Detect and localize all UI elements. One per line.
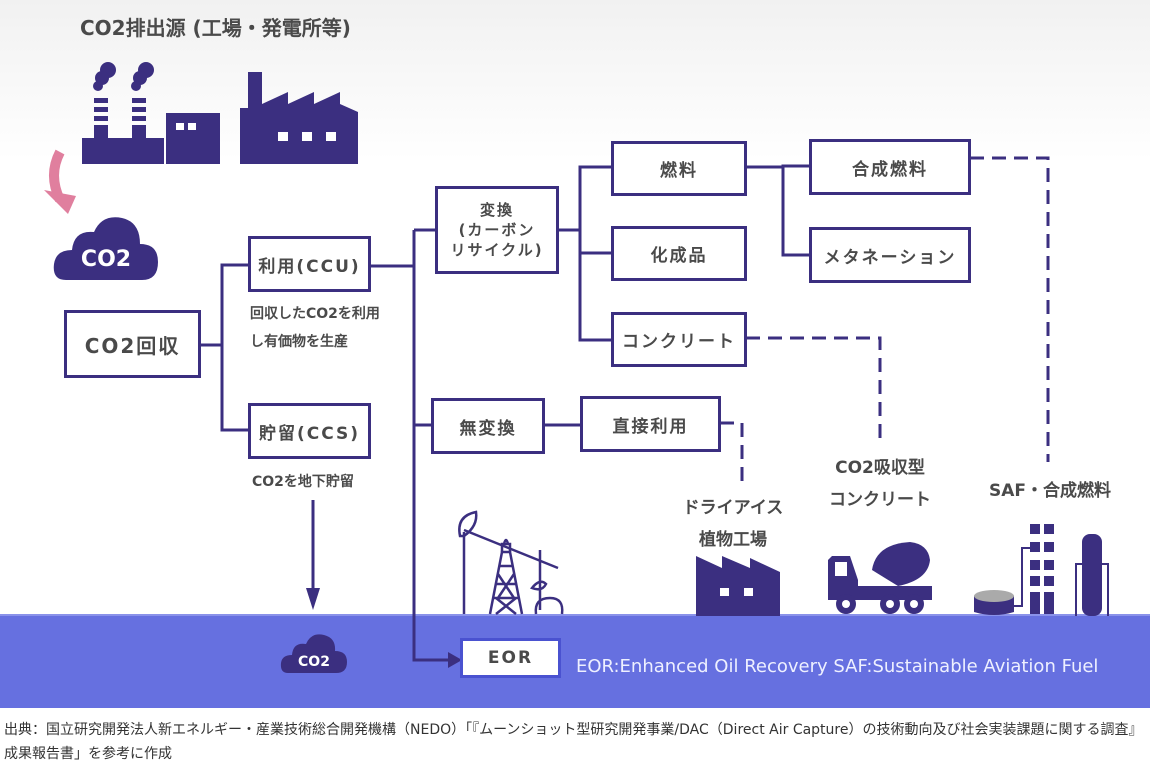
dashed-direct-to-dryice <box>720 421 744 488</box>
arrow-eor-head <box>448 652 462 668</box>
connector-trunk-vertical <box>412 230 450 662</box>
dry-ice-label: ドライアイス 植物工場 <box>668 492 798 556</box>
plant-factory-icon <box>696 556 780 616</box>
underground-co2-label: CO2 <box>298 654 330 670</box>
box-ccu[interactable]: 利用(CCU) <box>248 236 371 292</box>
dashed-concrete-to-co2concrete <box>746 336 882 442</box>
underground-band <box>0 614 1150 708</box>
box-conversion[interactable]: 変換 (カーボン リサイクル) <box>435 186 559 274</box>
co2-cloud-icon: CO2 <box>53 217 158 280</box>
connector-lines <box>44 149 1050 668</box>
source-citation: 出典：国立研究開発法人新エネルギー・産業技術総合開発機構（NEDO）「『ムーンシ… <box>4 722 1143 762</box>
arrow-ccs-head <box>306 588 320 610</box>
box-methanation[interactable]: メタネーション <box>809 227 971 283</box>
connector-capture-branch <box>200 263 250 432</box>
factory-icon <box>240 72 358 164</box>
co2-concrete-line1: CO2吸収型 <box>835 458 925 478</box>
legend-text: EOR:Enhanced Oil Recovery SAF:Sustainabl… <box>576 656 1099 677</box>
box-no-conversion[interactable]: 無変換 <box>431 398 545 454</box>
box-eor[interactable]: EOR <box>460 638 561 678</box>
ccu-note-line1: 回収したCO2を利用 <box>250 306 380 322</box>
box-concrete[interactable]: コンクリート <box>611 312 747 367</box>
conversion-line1: 変換 <box>479 201 514 219</box>
co2-concrete-line2: コンクリート <box>829 490 931 510</box>
diagram-title: CO2排出源 (工場・発電所等) <box>80 16 351 40</box>
dashed-synthetic-to-saf <box>970 156 1050 462</box>
ccs-note: CO2を地下貯留 <box>252 474 354 490</box>
ccu-note: 回収したCO2を利用 し有価物を生産 <box>250 300 380 356</box>
ccu-note-line2: し有価物を生産 <box>250 334 348 350</box>
box-synthetic-fuel[interactable]: 合成燃料 <box>809 139 971 195</box>
conversion-line2: (カーボン <box>458 221 536 239</box>
concrete-mixer-truck-icon <box>828 542 932 614</box>
oil-pump-icon <box>458 510 564 615</box>
refinery-icon <box>974 524 1109 616</box>
box-chemicals[interactable]: 化成品 <box>611 226 747 281</box>
saf-label: SAF・合成燃料 <box>988 481 1111 501</box>
co2-cloud-label: CO2 <box>81 247 131 272</box>
connector-fuel-branch <box>746 164 810 257</box>
underground-co2-cloud-icon: CO2 <box>280 634 347 673</box>
box-fuel[interactable]: 燃料 <box>611 141 747 196</box>
conversion-line3: リサイクル) <box>450 241 544 259</box>
dry-ice-line2: 植物工場 <box>699 530 767 550</box>
box-co2-capture[interactable]: CO2回収 <box>64 310 201 378</box>
dry-ice-line1: ドライアイス <box>682 498 784 518</box>
connector-conversion-branch <box>558 165 612 342</box>
box-direct-use[interactable]: 直接利用 <box>580 396 721 452</box>
box-ccs[interactable]: 貯留(CCS) <box>248 403 371 459</box>
co2-concrete-label: CO2吸収型 コンクリート <box>815 452 945 516</box>
power-plant-icon <box>82 62 220 164</box>
